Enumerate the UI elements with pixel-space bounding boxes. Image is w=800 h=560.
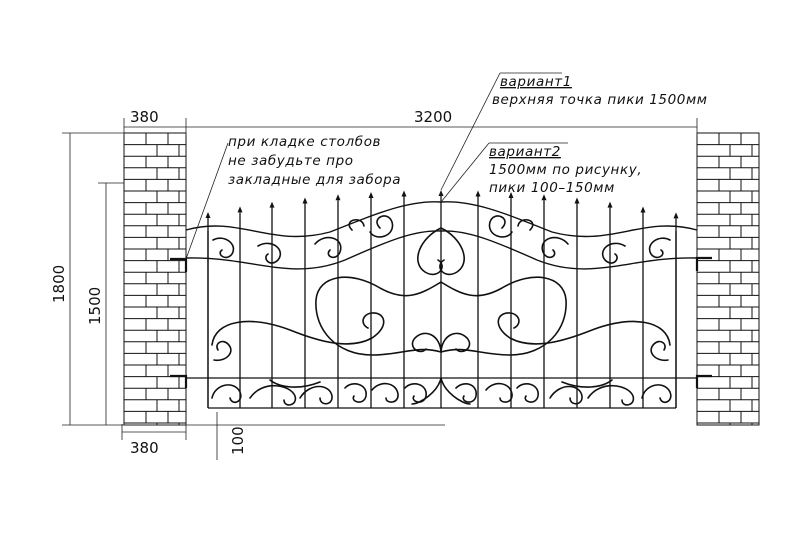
ornaments — [211, 215, 672, 406]
picket-spear-tip — [541, 194, 547, 201]
post-outline — [123, 132, 187, 426]
dim-post-width-bottom: 380 — [130, 439, 159, 457]
picket-spear-tip — [368, 191, 374, 198]
picket-spear-tip — [673, 212, 679, 219]
post-outline — [696, 132, 760, 426]
note-variant1-title: вариант1 — [500, 74, 572, 90]
note-mortgage-line1: при кладке столбов — [228, 134, 381, 150]
note-mortgage-line3: закладные для забора — [228, 172, 401, 188]
leader-lines — [185, 72, 568, 260]
note-variant2-line1: 1500мм по рисунку, — [489, 162, 642, 178]
note-variant2-title: вариант2 — [489, 144, 561, 160]
picket-spear-tip — [335, 194, 341, 201]
note-variant2-line2: пики 100–150мм — [489, 180, 615, 196]
dim-fence-height: 1500 — [86, 287, 104, 325]
picket-spear-tip — [475, 190, 481, 197]
picket-spear-tip — [205, 212, 211, 218]
right-brick-post — [696, 132, 760, 426]
dim-post-width-top: 380 — [130, 108, 159, 126]
dimension-lines — [62, 118, 698, 460]
picket-spear-tip — [237, 206, 243, 213]
picket-spear-tip — [302, 197, 308, 204]
picket-spear-tip — [574, 197, 580, 204]
dim-total-height: 1800 — [50, 265, 68, 303]
note-mortgage-line2: не забудьте про — [228, 153, 354, 169]
dim-span-width: 3200 — [414, 108, 452, 126]
picket-spear-tip — [269, 201, 275, 208]
left-brick-post — [123, 132, 187, 426]
picket-spear-tip — [508, 191, 514, 198]
picket-spear-tip — [607, 201, 613, 208]
picket-spear-tip — [640, 206, 646, 213]
picket-spear-tip — [401, 190, 407, 197]
dim-gap-bottom: 100 — [229, 426, 247, 455]
note-variant1-text: верхняя точка пики 1500мм — [492, 92, 708, 108]
pickets — [205, 190, 679, 408]
